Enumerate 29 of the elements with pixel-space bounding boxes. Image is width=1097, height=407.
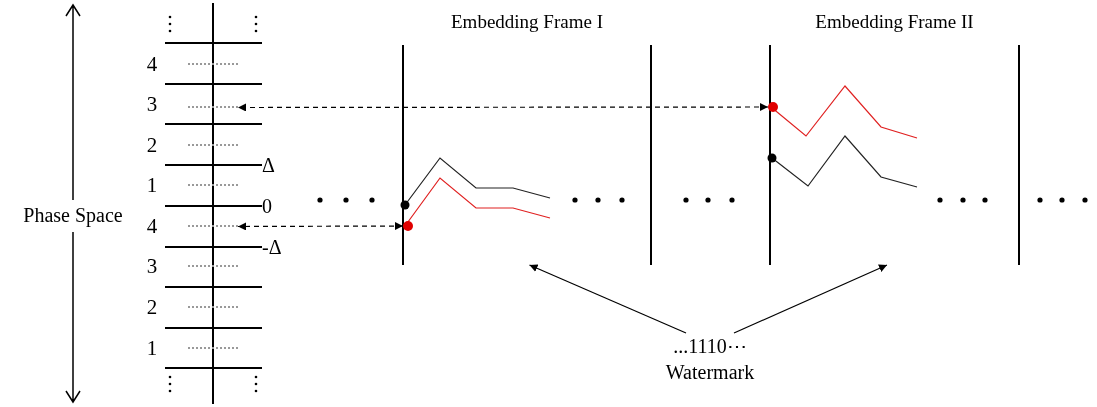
dotted-line [188,184,238,187]
bit-sequence: ...1110⋯ [672,334,748,359]
dashed-arrow [237,222,404,231]
dotted-line [188,225,238,228]
index-number: 2 [146,132,158,158]
arrow [733,264,888,334]
level-label: 0 [262,194,272,218]
index-number: 3 [146,91,158,117]
dotted-line [188,306,238,309]
dotted-line [188,106,238,109]
dashed-arrow [237,103,769,112]
dotted-line [188,347,238,350]
index-number: 3 [146,253,158,279]
index-number: 4 [146,51,158,77]
index-number: 2 [146,294,158,320]
marker-dot [768,102,778,112]
caption-text: Watermark [664,360,756,385]
level-label: Δ [262,153,275,177]
index-number: 1 [146,172,158,198]
dotted-line [188,144,238,147]
marker-dot [403,221,413,231]
frame-title: Embedding Frame I [450,11,604,33]
dotted-line [188,265,238,268]
arrow [528,264,687,334]
dotted-line [188,63,238,66]
index-number: 1 [146,335,158,361]
index-number: 4 [146,213,158,239]
level-label: -Δ [262,235,282,259]
frame-title: Embedding Frame II [814,11,975,33]
